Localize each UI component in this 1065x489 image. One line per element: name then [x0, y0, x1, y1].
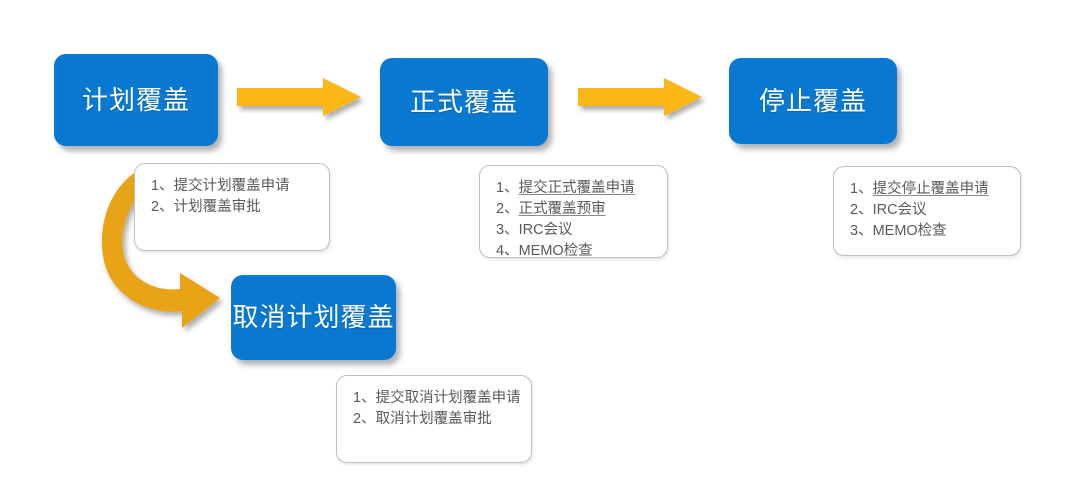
- list-item: 1、提交计划覆盖申请: [151, 176, 315, 197]
- list-item-number: 4、: [496, 243, 519, 259]
- list-item: 3、IRC会议: [496, 220, 653, 241]
- process-box-formal-coverage[interactable]: 正式覆盖: [380, 58, 548, 146]
- list-item-number: 1、: [496, 180, 519, 196]
- list-item-text: 提交计划覆盖申请: [173, 178, 290, 194]
- process-box-label: 正式覆盖: [409, 86, 518, 117]
- list-item: 2、正式覆盖预审: [496, 199, 653, 220]
- list-item-text: 提交停止覆盖申请: [872, 181, 989, 197]
- callout-list: 1、提交停止覆盖申请 2、IRC会议 3、MEMO检查: [850, 179, 1006, 242]
- list-item-number: 1、: [850, 181, 873, 197]
- list-item: 3、MEMO检查: [850, 221, 1006, 242]
- list-item-number: 3、: [496, 222, 519, 238]
- list-item: 1、提交正式覆盖申请: [496, 178, 653, 199]
- callout-stop-coverage: 1、提交停止覆盖申请 2、IRC会议 3、MEMO检查: [833, 166, 1021, 256]
- list-item-text: IRC会议: [518, 222, 573, 238]
- list-item-number: 1、: [151, 178, 174, 194]
- list-item-number: 3、: [850, 223, 873, 239]
- arrow-plan-to-formal-icon: [237, 78, 361, 116]
- list-item-number: 2、: [496, 201, 519, 217]
- callout-formal-coverage: 1、提交正式覆盖申请 2、正式覆盖预审 3、IRC会议 4、MEMO检查: [479, 165, 668, 259]
- list-item: 2、取消计划覆盖审批: [353, 409, 517, 430]
- list-item-number: 2、: [151, 199, 174, 215]
- list-item: 2、计划覆盖审批: [151, 197, 315, 218]
- list-item-text: 提交取消计划覆盖申请: [375, 390, 521, 406]
- process-box-stop-coverage[interactable]: 停止覆盖: [729, 58, 897, 144]
- callout-list: 1、提交正式覆盖申请 2、正式覆盖预审 3、IRC会议 4、MEMO检查: [496, 178, 653, 262]
- list-item: 4、MEMO检查: [496, 241, 653, 262]
- process-box-cancel-plan-coverage[interactable]: 取消计划覆盖: [231, 275, 396, 360]
- process-box-label: 取消计划覆盖: [232, 302, 395, 333]
- list-item-text: MEMO检查: [518, 243, 593, 259]
- list-item-number: 1、: [353, 390, 376, 406]
- process-box-label: 停止覆盖: [758, 85, 867, 116]
- arrow-formal-to-stop-icon: [578, 78, 702, 116]
- list-item: 1、提交停止覆盖申请: [850, 179, 1006, 200]
- list-item-text: MEMO检查: [872, 223, 947, 239]
- list-item: 1、提交取消计划覆盖申请: [353, 388, 521, 409]
- list-item-text: 提交正式覆盖申请: [518, 180, 635, 196]
- list-item: 2、IRC会议: [850, 200, 1006, 221]
- list-item-text: 计划覆盖审批: [173, 199, 261, 215]
- list-item-number: 2、: [850, 202, 873, 218]
- list-item-number: 2、: [353, 411, 376, 427]
- callout-list: 1、提交计划覆盖申请 2、计划覆盖审批: [151, 176, 315, 218]
- process-box-label: 计划覆盖: [81, 84, 190, 115]
- callout-plan-coverage: 1、提交计划覆盖申请 2、计划覆盖审批: [134, 163, 330, 251]
- list-item-text: IRC会议: [872, 202, 927, 218]
- callout-cancel-plan-coverage: 1、提交取消计划覆盖申请 2、取消计划覆盖审批: [336, 375, 532, 463]
- list-item-text: 取消计划覆盖审批: [375, 411, 492, 427]
- process-box-plan-coverage[interactable]: 计划覆盖: [54, 54, 218, 146]
- arrow-plan-to-cancel-curved-icon: [101, 173, 220, 328]
- list-item-text: 正式覆盖预审: [518, 201, 606, 217]
- callout-list: 1、提交取消计划覆盖申请 2、取消计划覆盖审批: [353, 388, 521, 430]
